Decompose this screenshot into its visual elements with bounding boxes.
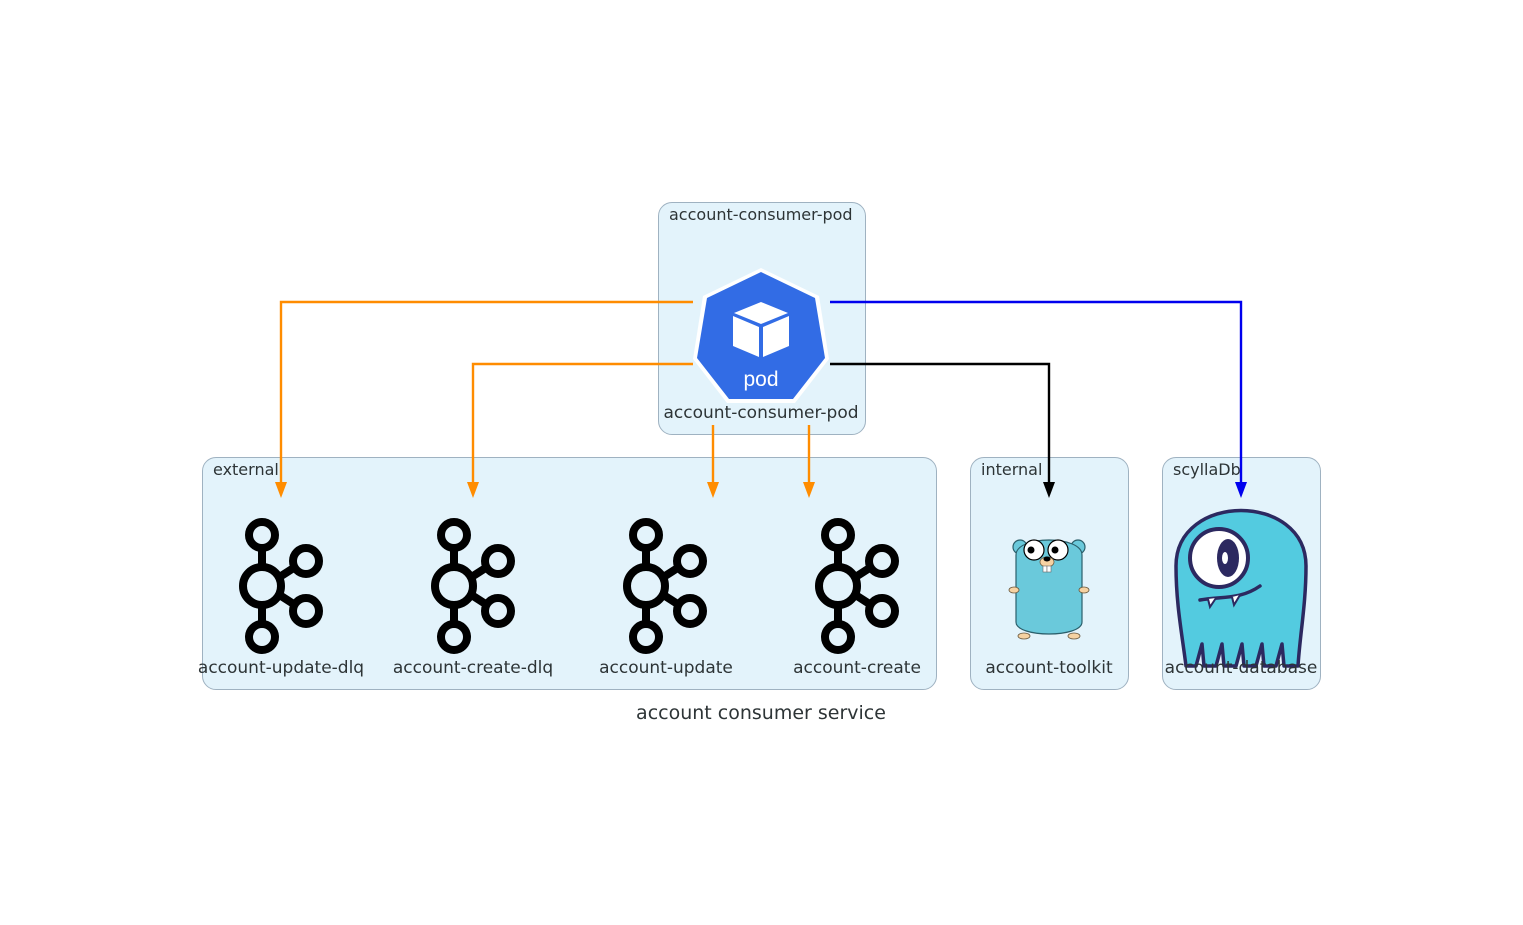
node-label-account-update: account-update [599, 658, 733, 678]
kafka-icon [623, 518, 707, 654]
kafka-icon [815, 518, 899, 654]
cluster-label-pod: account-consumer-pod [669, 205, 853, 224]
node-label-account-create: account-create [793, 658, 921, 678]
kafka-icon [431, 518, 515, 654]
edge-to-account-database [830, 300, 1243, 482]
node-label-account-database: account-database [1164, 658, 1318, 678]
node-label-account-toolkit: account-toolkit [985, 658, 1113, 678]
kafka-icon [239, 518, 323, 654]
diagram-title: account consumer service [636, 702, 886, 724]
kubernetes-pod-icon: pod [693, 268, 829, 403]
node-label-account-consumer-pod: account-consumer-pod [663, 403, 859, 423]
cluster-label-internal: internal [981, 460, 1043, 479]
node-label-account-update-dlq: account-update-dlq [197, 658, 365, 678]
edge-to-account-update-dlq [279, 300, 693, 482]
cluster-label-scylladb: scyllaDb [1173, 460, 1241, 479]
pod-icon-text: pod [743, 368, 778, 391]
cluster-label-external: external [213, 460, 279, 479]
scylladb-icon [1174, 508, 1308, 668]
node-label-account-create-dlq: account-create-dlq [392, 658, 554, 678]
go-gopher-icon [1008, 539, 1090, 640]
